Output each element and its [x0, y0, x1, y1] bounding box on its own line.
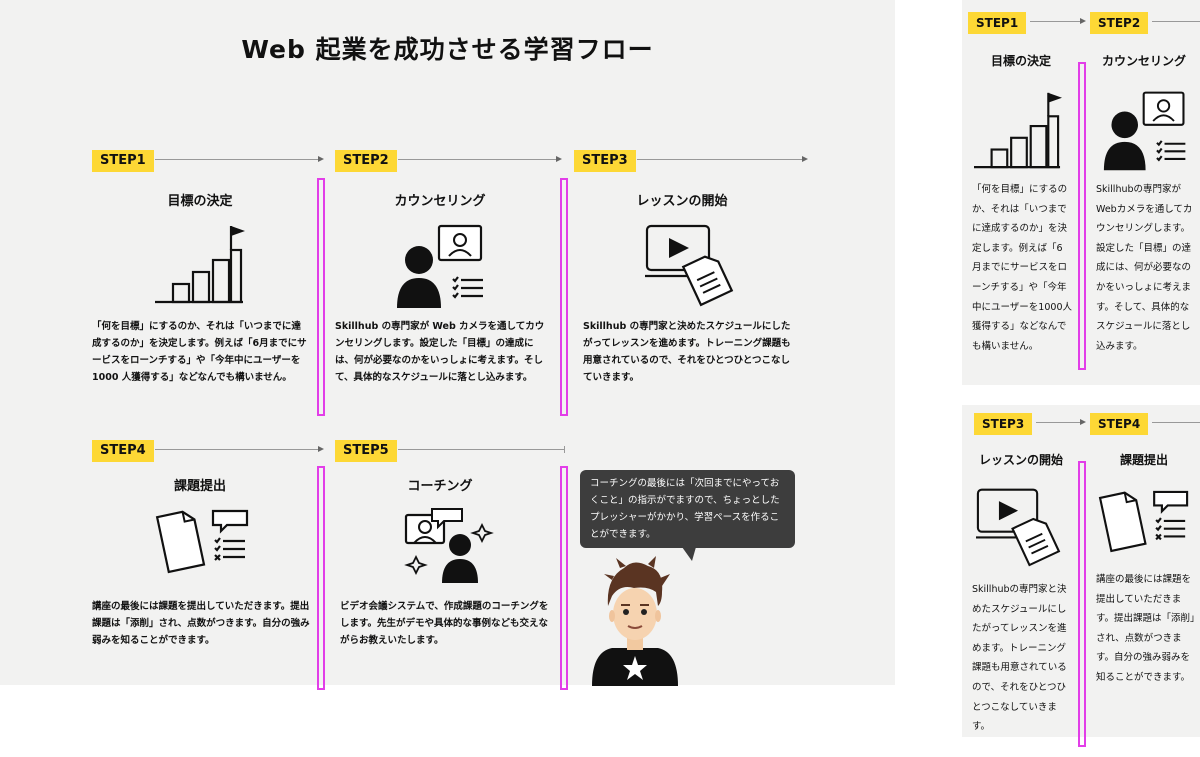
submit-document-icon	[1098, 490, 1189, 553]
timeline-line	[398, 159, 558, 160]
timeline-line	[1030, 21, 1082, 22]
page-title: Web 起業を成功させる学習フロー	[241, 35, 654, 64]
timeline-line	[398, 449, 565, 450]
step5-tag: STEP5	[335, 440, 397, 462]
arrow-icon	[318, 156, 324, 162]
guide-marker	[317, 466, 325, 690]
step4-title: 課題提出	[173, 479, 226, 494]
step3-description: Skillhub の専門家と決めたスケジュールにしたがってレッスンを進めます。ト…	[583, 321, 791, 383]
step3-title: レッスンの開始	[636, 194, 728, 209]
arrow-icon	[318, 446, 324, 452]
guide-marker	[317, 178, 325, 416]
guide-marker	[1078, 461, 1086, 747]
stair-flag-icon	[974, 92, 1062, 169]
side-step3-description: Skillhubの専門家と決めたスケジュールにしたがってレッスンを進めます。トレ…	[972, 584, 1067, 733]
step4-tag: STEP4	[92, 440, 154, 462]
arrow-icon	[802, 156, 808, 162]
side-step4-title: 課題提出	[1119, 453, 1168, 467]
timeline-line	[155, 159, 320, 160]
video-document-icon	[645, 224, 734, 307]
submit-document-icon	[155, 509, 249, 574]
step2-tag: STEP2	[335, 150, 397, 172]
video-call-icon	[404, 508, 494, 583]
step2-description: Skillhub の専門家が Web カメラを通してカウンセリングします。設定し…	[335, 321, 545, 383]
side-step2-description: Skillhubの専門家がWebカメラを通してカウンセリングします。設定した「目…	[1096, 184, 1193, 352]
arrow-icon	[556, 156, 562, 162]
timeline-line	[637, 159, 804, 160]
timeline-line	[1152, 21, 1200, 22]
guide-marker	[1078, 62, 1086, 370]
side-step1-title: 目標の決定	[990, 54, 1051, 68]
step2-title: カウンセリング	[394, 194, 486, 209]
step4-description: 講座の最後には課題を提出していただきます。提出課題は「添削」され、点数がつきます…	[92, 601, 310, 646]
side-step3-tag: STEP3	[974, 413, 1033, 435]
step1-tag: STEP1	[92, 150, 154, 172]
guide-marker	[560, 178, 568, 416]
timeline-line	[155, 449, 320, 450]
side-panel-top: STEP1 STEP2 目標の決定 カウンセリング 「何を目標」にす	[962, 0, 1200, 385]
side-panel-bottom: STEP3 STEP4 レッスンの開始 課題提出 Skillhubの	[962, 405, 1200, 747]
counseling-person-icon	[1103, 91, 1186, 171]
guide-marker	[560, 466, 568, 690]
side-step3-title: レッスンの開始	[978, 453, 1063, 467]
timeline-end	[564, 446, 565, 453]
timeline-line	[1036, 422, 1082, 423]
step5-title: コーチング	[407, 479, 473, 494]
step1-title: 目標の決定	[167, 194, 233, 209]
arrow-icon	[1080, 419, 1086, 425]
counseling-person-icon	[397, 224, 483, 308]
side-step1-description: 「何を目標」にするのか、それは「いつまでに達成するのか」を決定します。例えば「6…	[972, 184, 1072, 352]
side-step2-tag: STEP2	[1090, 12, 1149, 34]
side-step4-tag: STEP4	[1090, 413, 1149, 435]
coach-character-icon	[592, 556, 678, 686]
side-step4-description: 講座の最後には課題を提出していただきます。提出課題は「添削」され、点数がつきます…	[1096, 574, 1195, 683]
step3-tag: STEP3	[574, 150, 636, 172]
step5-description: ビデオ会議システムで、作成課題のコーチングをします。先生がデモや具体的な事例など…	[340, 601, 549, 646]
speech-bubble-tail	[682, 547, 696, 561]
speech-bubble: コーチングの最後には「次回までにやっておくこと」の指示がでますので、ちょっとした…	[580, 470, 795, 548]
main-panel: Web 起業を成功させる学習フロー STEP1 STEP2 STEP3 目標の決…	[0, 0, 895, 690]
arrow-icon	[1080, 18, 1086, 24]
side-step1-tag: STEP1	[968, 12, 1027, 34]
stair-flag-icon	[155, 226, 245, 304]
video-document-icon	[976, 488, 1061, 567]
side-step2-title: カウンセリング	[1101, 54, 1186, 68]
step1-description: 「何を目標」にするのか、それは「いつまでに達成するのか」を決定します。例えば「6…	[92, 321, 307, 383]
timeline-line	[1152, 422, 1200, 423]
